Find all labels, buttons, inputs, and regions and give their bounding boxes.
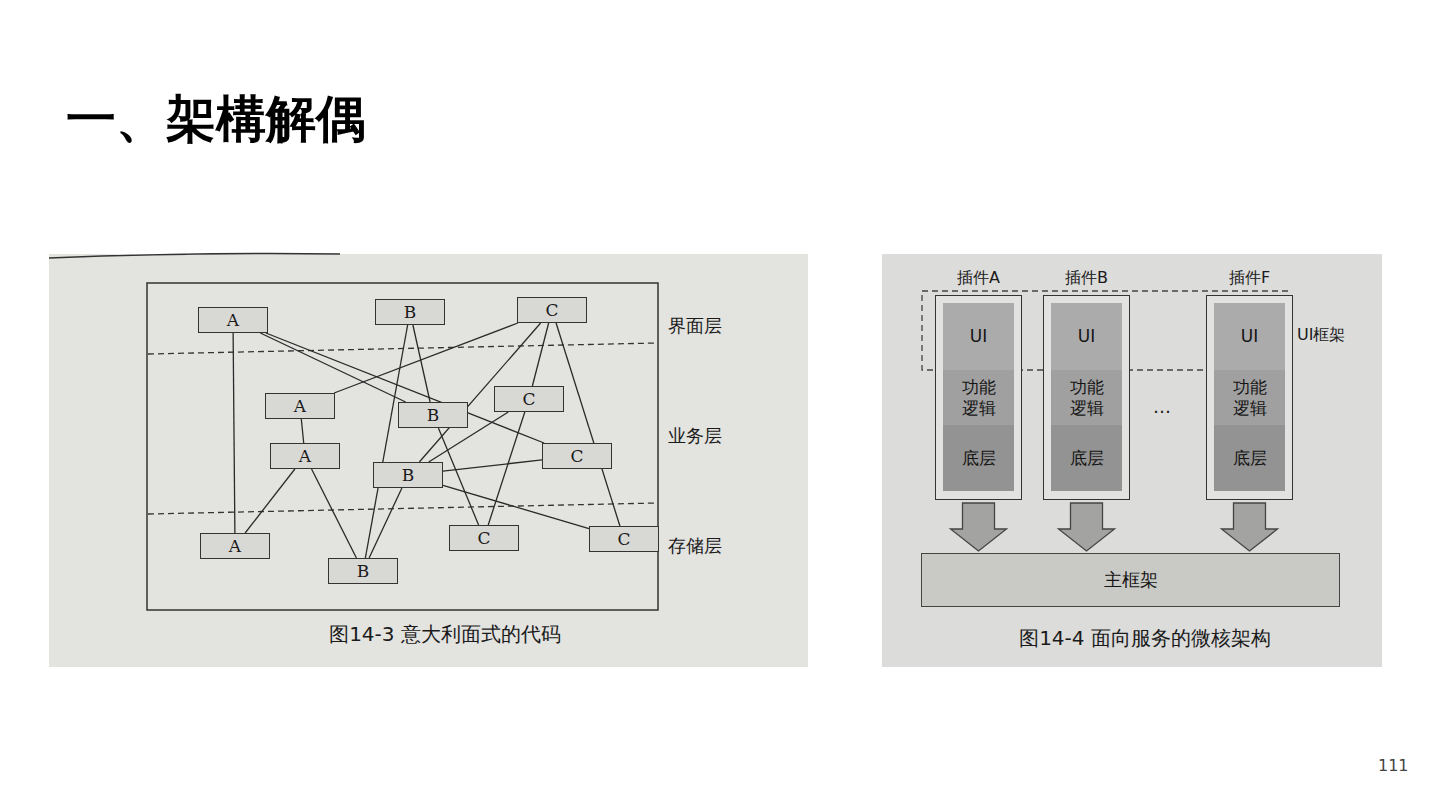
dependency-line [443,460,542,471]
code-module-box: C [449,525,519,551]
module-letter: A [227,310,239,330]
layer-name: UI [1241,326,1258,347]
code-module-box: A [198,307,268,333]
framework-name: 主框架 [1104,568,1158,592]
code-module-box: B [328,558,398,584]
page-number: 111 [1378,756,1409,775]
layer-name: 功能逻辑 [1067,377,1106,419]
dependency-line [556,323,620,526]
module-letter: B [427,405,440,425]
dependency-line [488,412,525,525]
dependency-line [245,469,295,533]
layer-name: 存储层 [668,534,722,558]
plugin-box: 插件F UI 功能逻辑底层 [1206,268,1293,500]
slide-title: 一、架構解偶 [66,86,366,153]
plugin-heading: 插件B [1043,268,1130,288]
module-letter: A [229,536,241,556]
module-letter: B [402,465,415,485]
layer-name: 业务层 [668,424,722,448]
ellipsis: … [1153,396,1171,417]
module-letter: B [404,302,417,322]
plugin-layer-band: 功能逻辑 [1051,370,1122,425]
dependency-line [438,428,478,525]
layer-name: UI [1078,326,1095,347]
plugin-layer-band: UI [943,303,1014,370]
dependency-line [413,325,430,402]
code-module-box: A [270,443,340,469]
plugin-box: 插件B UI 功能逻辑底层 [1043,268,1130,500]
frame-name: UI框架 [1297,325,1345,346]
plugin-layer-band: UI [1214,303,1285,370]
layer-name: 功能逻辑 [959,377,998,419]
dependency-line [369,488,402,558]
plugin-name: 插件F [1227,268,1272,287]
plugin-layer-band: 底层 [1051,425,1122,491]
code-module-box: B [373,462,443,488]
module-letter: C [617,529,630,549]
layer-name: 界面层 [668,314,722,338]
photo-ground [882,254,1382,667]
module-letter: C [522,389,535,409]
figure-caption: 图14-4 面向服务的微核架构 [1019,625,1271,652]
photo-ground [49,254,808,667]
plugin-layer-band: 底层 [1214,425,1285,491]
plugin-layer-band: UI [1051,303,1122,370]
code-module-box: C [494,386,564,412]
module-letter: C [545,300,558,320]
code-module-box: C [589,526,659,552]
block-arrow [1222,503,1278,551]
plugin-heading: 插件F [1206,268,1293,288]
figure-caption: 图14-3 意大利面式的代码 [329,621,561,648]
code-module-box: A [200,533,270,559]
code-module-box: C [542,443,612,469]
plugin-layer-band: 功能逻辑 [1214,370,1285,425]
plugin-heading: 插件A [935,268,1022,288]
plugin-layer-band: 底层 [943,425,1014,491]
module-letter: C [570,446,583,466]
code-module-box: B [375,299,445,325]
dependency-line [301,419,303,443]
code-frame [147,283,658,610]
block-arrow [1059,503,1115,551]
layer-name: UI [970,326,987,347]
dependency-line [312,469,357,558]
module-letter: C [477,528,490,548]
code-module-box: B [398,402,468,428]
layer-name: 功能逻辑 [1230,377,1269,419]
dependency-line [532,323,548,386]
module-letter: B [357,561,370,581]
plugin-layer-band: 功能逻辑 [943,370,1014,425]
code-module-box: C [517,297,587,323]
layer-name: 底层 [1233,448,1267,469]
dependency-line [260,333,405,402]
code-module-box: A [265,393,335,419]
layer-name: 底层 [962,448,996,469]
dependency-line [365,325,407,558]
plugin-name: 插件B [1063,268,1110,287]
layer-name: 底层 [1070,448,1104,469]
module-letter: A [294,396,306,416]
ui-frame-outline [922,291,1288,370]
module-letter: A [299,446,311,466]
block-arrow [951,503,1007,551]
plugin-box: 插件A UI 功能逻辑底层 [935,268,1022,500]
main-framework-band: 主框架 [921,553,1340,607]
dependency-line [233,333,235,533]
page-edge-line [49,254,340,259]
layer-divider [148,503,657,514]
plugin-name: 插件A [955,268,1002,287]
